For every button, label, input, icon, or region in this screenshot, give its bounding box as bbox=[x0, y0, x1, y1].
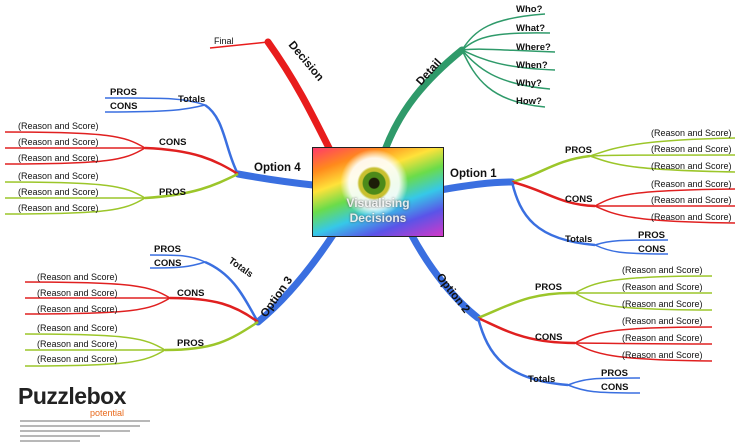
detail-fan bbox=[461, 13, 556, 108]
option3-totals-item: PROS bbox=[154, 244, 181, 255]
option3-tree bbox=[24, 254, 260, 367]
final-branch bbox=[209, 41, 269, 49]
option4-tree bbox=[4, 97, 240, 215]
detail-item: Where? bbox=[516, 42, 551, 53]
option2-totals-item: CONS bbox=[601, 382, 628, 393]
option4-cons-item: (Reason and Score) bbox=[18, 153, 99, 163]
option2-totals-item: PROS bbox=[601, 368, 628, 379]
option4-branch bbox=[234, 170, 317, 189]
option1-branch bbox=[436, 178, 516, 194]
option4-pros-item: (Reason and Score) bbox=[18, 187, 99, 197]
option1-cons-label: CONS bbox=[565, 194, 592, 205]
detail-item: What? bbox=[516, 23, 545, 34]
option4-pros-item: (Reason and Score) bbox=[18, 171, 99, 181]
detail-item: Who? bbox=[516, 4, 543, 15]
option4-totals-label: Totals bbox=[178, 94, 205, 105]
option1-pros-label: PROS bbox=[565, 145, 592, 156]
decision-branch bbox=[264, 38, 334, 154]
option1-pros-item: (Reason and Score) bbox=[651, 161, 732, 171]
option1-label: Option 1 bbox=[450, 168, 497, 180]
option2-branch bbox=[406, 228, 482, 322]
option3-pros-item: (Reason and Score) bbox=[37, 339, 118, 349]
option1-tree bbox=[510, 137, 736, 255]
option2-cons-label: CONS bbox=[535, 332, 562, 343]
option1-totals-label: Totals bbox=[565, 234, 592, 245]
option3-cons-item: (Reason and Score) bbox=[37, 272, 118, 282]
option3-totals-item: CONS bbox=[154, 258, 181, 269]
option3-cons-label: CONS bbox=[177, 288, 204, 299]
logo-subtitle: potential bbox=[90, 408, 125, 418]
option1-totals-item: PROS bbox=[638, 230, 665, 241]
option2-cons-item: (Reason and Score) bbox=[622, 333, 703, 343]
detail-item: When? bbox=[516, 60, 548, 71]
puzzlebox-logo: Puzzlebox bbox=[18, 383, 126, 409]
option2-cons-item: (Reason and Score) bbox=[622, 350, 703, 360]
option3-totals-label: Totals bbox=[226, 255, 255, 280]
option3-pros-label: PROS bbox=[177, 338, 204, 349]
detail-item: Why? bbox=[516, 78, 542, 89]
option1-cons-item: (Reason and Score) bbox=[651, 195, 732, 205]
option2-pros-item: (Reason and Score) bbox=[622, 299, 703, 309]
final-label: Final bbox=[214, 36, 234, 46]
option4-totals-item: CONS bbox=[110, 101, 137, 112]
option2-tree bbox=[476, 275, 713, 394]
option3-pros-item: (Reason and Score) bbox=[37, 323, 118, 333]
option3-label: Option 3 bbox=[259, 275, 296, 320]
option4-pros-label: PROS bbox=[159, 187, 186, 198]
option4-cons-item: (Reason and Score) bbox=[18, 121, 99, 131]
option3-pros-item: (Reason and Score) bbox=[37, 354, 118, 364]
option2-cons-item: (Reason and Score) bbox=[622, 316, 703, 326]
option2-pros-item: (Reason and Score) bbox=[622, 282, 703, 292]
option4-pros-item: (Reason and Score) bbox=[18, 203, 99, 213]
option2-pros-item: (Reason and Score) bbox=[622, 265, 703, 275]
center-title-line1: Visualising bbox=[346, 196, 410, 210]
option3-cons-item: (Reason and Score) bbox=[37, 288, 118, 298]
option2-totals-label: Totals bbox=[528, 374, 555, 385]
copyright-fine-print bbox=[20, 420, 160, 445]
option1-pros-item: (Reason and Score) bbox=[651, 128, 732, 138]
central-eye-image: Visualising Decisions bbox=[312, 147, 444, 237]
option4-cons-label: CONS bbox=[159, 137, 186, 148]
option1-cons-item: (Reason and Score) bbox=[651, 212, 732, 222]
option2-label: Option 2 bbox=[434, 271, 472, 315]
option3-branch bbox=[254, 228, 339, 326]
option1-pros-item: (Reason and Score) bbox=[651, 144, 732, 154]
detail-item: How? bbox=[516, 96, 542, 107]
option1-cons-item: (Reason and Score) bbox=[651, 179, 732, 189]
option3-cons-item: (Reason and Score) bbox=[37, 304, 118, 314]
option1-totals-item: CONS bbox=[638, 244, 665, 255]
option4-label: Option 4 bbox=[254, 162, 301, 174]
detail-branch bbox=[381, 46, 466, 154]
center-title-line2: Decisions bbox=[349, 211, 407, 225]
option4-cons-item: (Reason and Score) bbox=[18, 137, 99, 147]
option4-totals-item: PROS bbox=[110, 87, 137, 98]
option2-pros-label: PROS bbox=[535, 282, 562, 293]
